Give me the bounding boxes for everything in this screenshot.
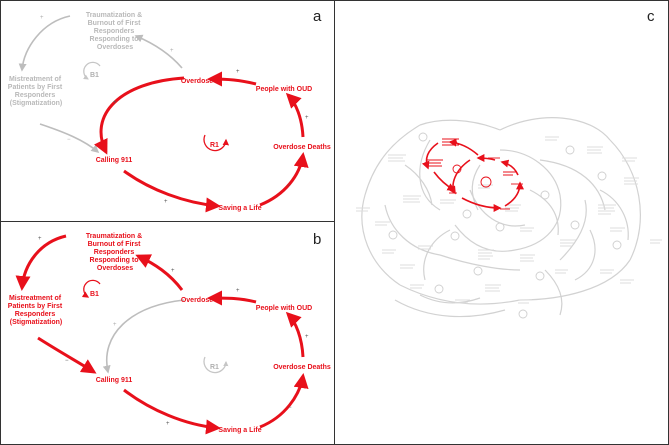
polarity-a-3: − xyxy=(67,137,71,143)
edge-trauma-to-mistreat-b xyxy=(15,234,67,291)
edge-people-to-overdose xyxy=(207,71,257,87)
node-people-b: People with OUD xyxy=(256,305,312,312)
polarity-b-2: + xyxy=(171,268,175,274)
node-saving-a: Saving a Life xyxy=(218,205,261,212)
edge-overdose-to-calling-b xyxy=(102,299,185,374)
node-mistreat-a: Mistreatment of Patients by First Respon… xyxy=(8,76,64,107)
node-saving-b: Saving a Life xyxy=(218,427,261,434)
edge-overdose-to-trauma xyxy=(134,34,183,69)
panel-label-a: a xyxy=(313,8,322,25)
polarity-a-1: + xyxy=(40,15,44,21)
edge-mistreat-to-calling-b xyxy=(37,336,97,374)
panel-a: a B1 R1 Traumatization & Burnout of Firs… xyxy=(8,8,331,213)
panel-frame-c xyxy=(334,0,669,445)
node-trauma-b: Traumatization & Burnout of First Respon… xyxy=(86,233,144,272)
loop-r1-label-b: R1 xyxy=(210,364,219,371)
edge-people-to-overdose-b xyxy=(207,290,257,306)
highlighted-core-loop xyxy=(421,138,524,212)
node-calling-a: Calling 911 xyxy=(96,157,133,164)
panel-c: c xyxy=(356,8,662,319)
edge-overdose-to-trauma-b xyxy=(135,254,184,291)
edge-mistreat-to-calling xyxy=(39,123,100,154)
loop-r1-symbol xyxy=(203,134,230,152)
edge-saving-to-deaths xyxy=(259,152,309,207)
edge-calling-to-saving-b xyxy=(123,388,221,435)
node-trauma-a: Traumatization & Burnout of First Respon… xyxy=(86,12,144,51)
edge-calling-to-saving xyxy=(123,169,221,213)
polarity-b-1: + xyxy=(38,236,42,242)
node-people-a: People with OUD xyxy=(256,86,312,93)
loop-b1-label-b: B1 xyxy=(90,291,99,298)
polarity-a-2: + xyxy=(170,48,174,54)
node-deaths-b: Overdose Deaths xyxy=(273,364,331,371)
edge-deaths-to-people xyxy=(285,92,305,138)
loop-b1-symbol xyxy=(83,61,101,80)
polarity-b-4: + xyxy=(113,322,117,328)
node-calling-b: Calling 911 xyxy=(96,377,133,384)
loop-b1-label: B1 xyxy=(90,72,99,79)
panel-label-c: c xyxy=(647,8,655,25)
highlighted-labels xyxy=(426,138,523,210)
polarity-a-5: + xyxy=(164,199,168,205)
polarity-b-6: − xyxy=(288,405,292,411)
node-overdose-a: Overdose xyxy=(181,78,213,85)
polarity-a-8: + xyxy=(236,69,240,75)
loop-r1-label: R1 xyxy=(210,142,219,149)
node-mistreat-b: Mistreatment of Patients by First Respon… xyxy=(8,295,64,326)
faint-labels xyxy=(356,136,662,304)
polarity-b-3: − xyxy=(65,358,69,364)
loop-r1-symbol-b xyxy=(203,356,229,374)
polarity-b-7: + xyxy=(305,334,309,340)
full-model-network xyxy=(361,117,641,318)
polarity-b-8: + xyxy=(236,288,240,294)
node-deaths-a: Overdose Deaths xyxy=(273,144,331,151)
edge-overdose-to-calling xyxy=(94,76,185,155)
polarity-b-5: + xyxy=(166,421,170,427)
loop-markers xyxy=(388,132,622,319)
loop-b1-symbol-b xyxy=(81,279,101,298)
polarity-a-7: + xyxy=(305,115,309,121)
polarity-a-6: − xyxy=(287,183,291,189)
panel-b: b B1 R1 Traumatization & Burnout of Firs… xyxy=(8,231,331,435)
edge-saving-to-deaths-b xyxy=(259,373,309,429)
edge-deaths-to-people-b xyxy=(285,311,305,358)
panel-label-b: b xyxy=(313,231,321,248)
edge-trauma-to-mistreat xyxy=(18,15,71,72)
polarity-a-4: + xyxy=(113,100,117,106)
node-overdose-b: Overdose xyxy=(181,297,213,304)
